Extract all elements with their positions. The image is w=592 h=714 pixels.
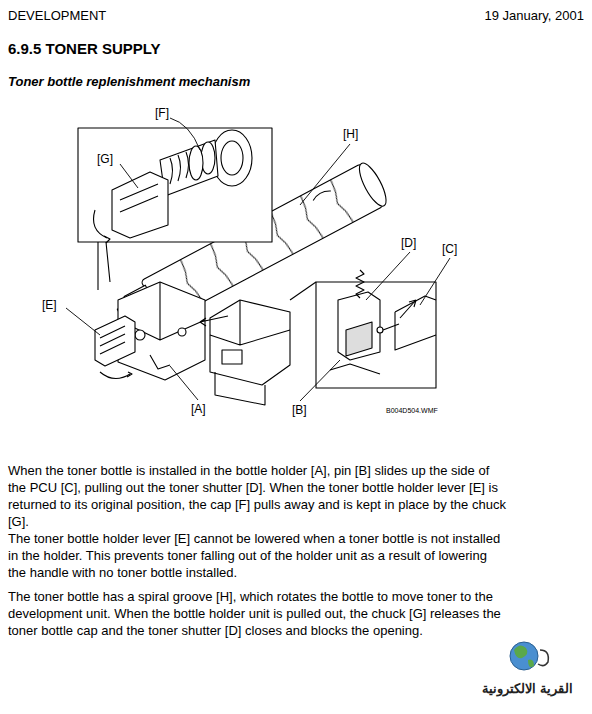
inset-shutter	[290, 270, 436, 388]
body-paragraph: The toner bottle has a spiral groove [H]…	[8, 588, 508, 639]
section-title: 6.9.5 TONER SUPPLY	[8, 40, 161, 57]
watermark-text: القرية الالكترونية	[482, 681, 573, 696]
callout-letter: [F]	[155, 106, 169, 120]
body-paragraph: The toner bottle holder lever [E] cannot…	[8, 530, 508, 581]
callout-letter: [E]	[42, 298, 57, 312]
pcu-unit	[200, 300, 290, 405]
subtitle: Toner bottle replenishment mechanism	[8, 74, 250, 89]
callout-letter: [G]	[97, 152, 113, 166]
callout-letter: [B]	[292, 403, 307, 417]
callout-letter: [A]	[191, 402, 206, 416]
holder-lever	[95, 316, 135, 379]
inset-chuck	[78, 128, 272, 290]
figure-code: B004D504.WMF	[386, 407, 438, 414]
callout-letter: [C]	[442, 242, 457, 256]
watermark-logo	[510, 642, 548, 670]
body-paragraph: When the toner bottle is installed in th…	[8, 462, 508, 530]
callout-letter: [H]	[343, 127, 358, 141]
leader-lines	[66, 118, 450, 401]
callout-letter: [D]	[401, 236, 416, 250]
header-date: 19 January, 2001	[485, 8, 585, 23]
header-section: DEVELOPMENT	[8, 8, 106, 23]
